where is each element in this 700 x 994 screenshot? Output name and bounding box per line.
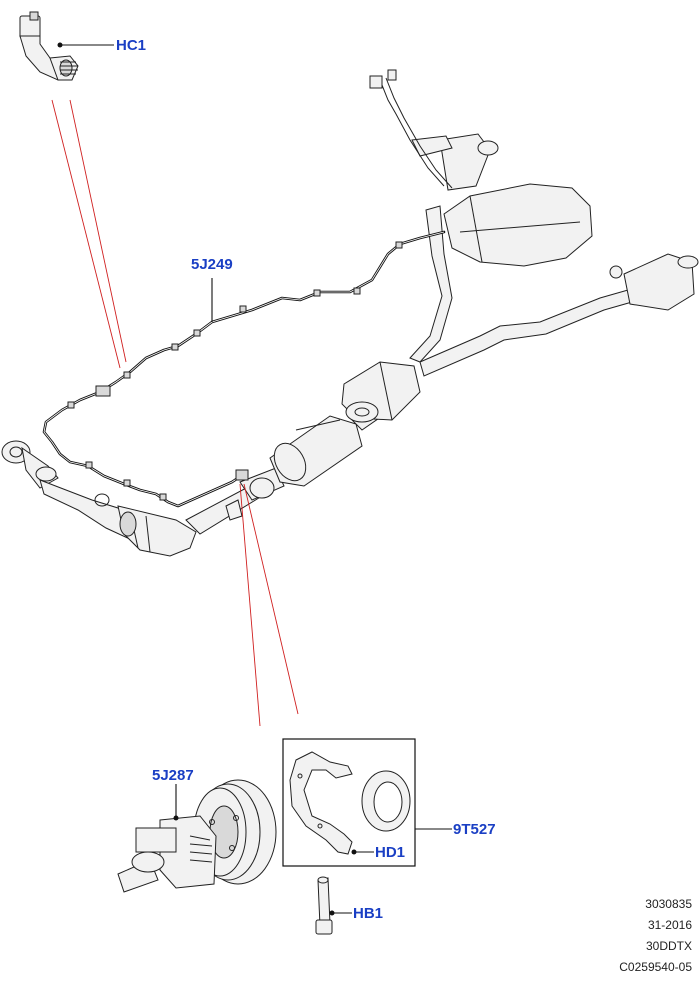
callout-hb1[interactable]: HB1 [353, 905, 384, 922]
exhaust-system [1, 69, 699, 557]
sensor-5j287[interactable] [117, 779, 277, 893]
callout-harness-5j249[interactable]: 5J249 [191, 256, 233, 273]
bolt-hb1[interactable] [315, 876, 335, 935]
callout-kit-9t527[interactable]: 9T527 [453, 821, 496, 838]
rear-silencer [411, 133, 593, 267]
front-flange [1, 440, 59, 489]
leader-lines [60, 44, 452, 914]
center-muffler [341, 361, 421, 423]
footer-code-4: C0259540-05 [619, 960, 692, 974]
detail-lines-sensor [239, 483, 299, 727]
harness-clips [67, 241, 403, 501]
callout-hd1[interactable]: HD1 [375, 844, 406, 861]
connector-hc1[interactable] [19, 11, 79, 81]
footer-code-2: 31-2016 [647, 918, 692, 932]
upper-sensor-lead [369, 69, 453, 189]
tailpipe-silencer [609, 253, 699, 311]
footer-code-3: 30DDTX [645, 939, 692, 953]
gasket-ring [361, 770, 411, 832]
wiring-harness[interactable] [42, 230, 446, 508]
detail-lines-hc1 [51, 99, 127, 369]
callout-sensor-5j287[interactable]: 5J287 [152, 767, 194, 784]
footer-code-1: 3030835 [645, 897, 692, 911]
bracket-hd1 [289, 751, 357, 855]
catalytic-converter [39, 467, 285, 557]
callout-hc1[interactable]: HC1 [116, 37, 147, 54]
rear-pipes [409, 205, 633, 377]
kit-9t527-box[interactable] [282, 738, 416, 867]
